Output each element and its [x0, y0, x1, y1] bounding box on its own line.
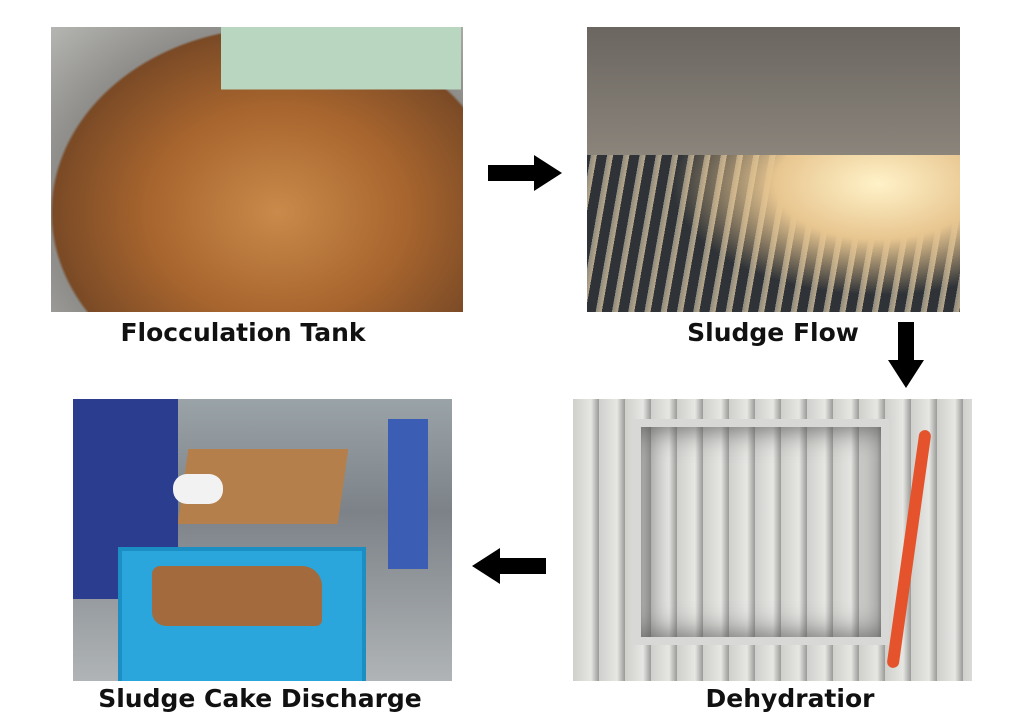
step-label-sludge-flow: Sludge Flow — [687, 318, 859, 347]
sludge-flow-photo — [587, 27, 960, 312]
dehydration-photo — [573, 399, 972, 681]
step-label-flocculation-tank: Flocculation Tank — [120, 318, 366, 347]
flocculation-tank-photo — [51, 27, 463, 312]
arrow-down-icon — [888, 322, 924, 388]
step-label-dehydration: Dehydratior — [705, 684, 875, 713]
sludge-cake-discharge-photo — [73, 399, 452, 681]
arrow-left-icon — [472, 548, 546, 584]
arrow-right-icon — [488, 155, 562, 191]
step-label-sludge-cake-discharge: Sludge Cake Discharge — [98, 684, 422, 713]
